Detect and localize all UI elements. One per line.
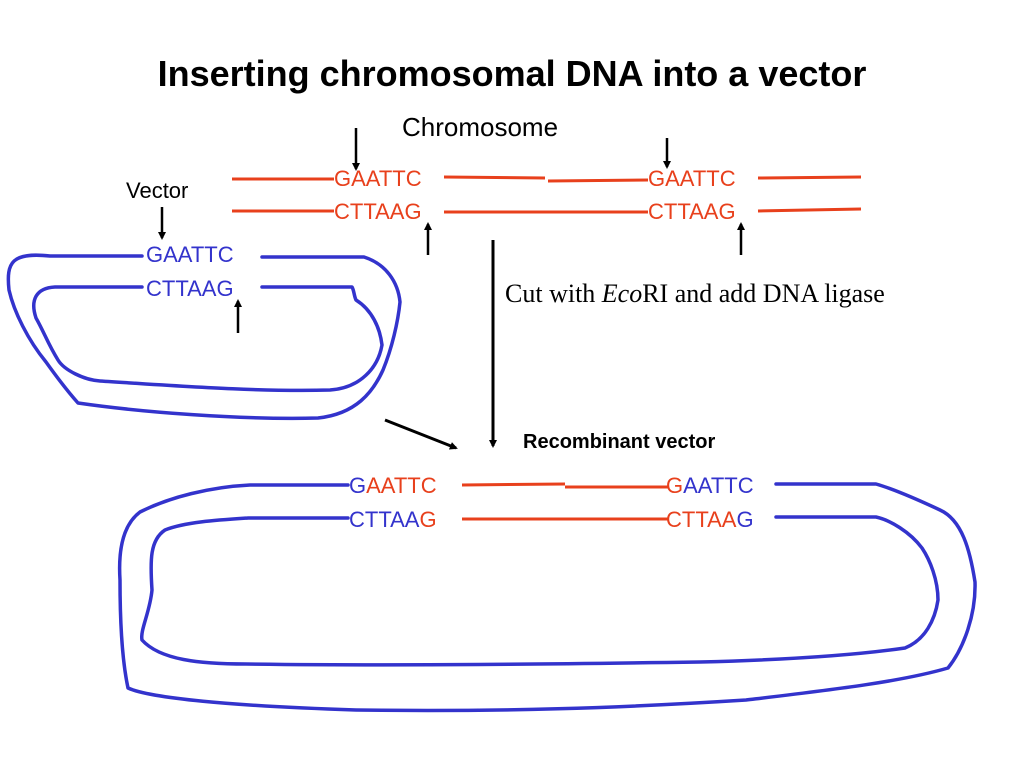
chromosome-right-bottom-seq: CTTAAG bbox=[648, 199, 736, 224]
chromosome-top-line-4 bbox=[757, 175, 862, 180]
insert-top-line-1 bbox=[461, 482, 566, 487]
cut-caption-prefix: Cut with bbox=[505, 279, 602, 308]
rec-left-top-rest: AATTC bbox=[366, 473, 437, 498]
recombinant-plasmid bbox=[117, 482, 977, 713]
vector-inner-strand bbox=[32, 285, 384, 393]
page-title: Inserting chromosomal DNA into a vector bbox=[157, 53, 867, 94]
chromosome-left-bottom-seq: CTTAAG bbox=[334, 199, 422, 224]
chromosome-right-top-seq: GAATTC bbox=[648, 166, 736, 191]
recombinant-right-bottom-seq: CTTAAG bbox=[666, 509, 754, 531]
vector-to-recombinant-arrow bbox=[384, 418, 458, 450]
rec-right-top-g: G bbox=[666, 473, 684, 498]
chromosome-top-line-3 bbox=[547, 178, 649, 183]
cut-caption-italic: Eco bbox=[601, 279, 643, 308]
chromosome-cut-arrows bbox=[352, 128, 745, 255]
rec-left-bottom-g: G bbox=[419, 507, 437, 532]
vector-bottom-seq: CTTAAG bbox=[146, 276, 234, 301]
rec-right-bottom-g: G bbox=[736, 507, 754, 532]
chromosome-label: Chromosome bbox=[402, 112, 559, 142]
chromosome-strands bbox=[232, 175, 862, 214]
recombinant-right-top-seq: GAATTC bbox=[666, 475, 754, 497]
chromosome-bottom-line-3 bbox=[757, 207, 862, 213]
vector-label: Vector bbox=[126, 178, 189, 203]
vector-outer-strand bbox=[6, 253, 402, 421]
vector-cut-arrows bbox=[158, 207, 242, 333]
recombinant-left-top-seq: GAATTC bbox=[349, 475, 437, 497]
vector-top-seq: GAATTC bbox=[146, 242, 234, 267]
recombinant-label: Recombinant vector bbox=[523, 431, 716, 453]
rec-right-bottom-start: CTTAA bbox=[666, 507, 737, 532]
rec-right-top-rest: AATTC bbox=[683, 473, 754, 498]
cut-caption-suffix: RI and add DNA ligase bbox=[642, 279, 885, 308]
recombinant-inner-strand bbox=[140, 515, 940, 667]
recombinant-left-bottom-seq: CTTAAG bbox=[349, 509, 437, 531]
process-arrows bbox=[384, 240, 497, 450]
chromosome-left-top-seq: GAATTC bbox=[334, 166, 422, 191]
rec-left-bottom-start: CTTAA bbox=[349, 507, 420, 532]
cut-ligase-caption: Cut with EcoRI and add DNA ligase bbox=[505, 281, 885, 307]
vector-plasmid bbox=[6, 253, 402, 421]
chromosome-top-line-2 bbox=[443, 175, 546, 180]
recombinant-outer-strand bbox=[117, 482, 977, 713]
recombinant-insert-strands bbox=[461, 482, 668, 521]
rec-left-top-g: G bbox=[349, 473, 367, 498]
